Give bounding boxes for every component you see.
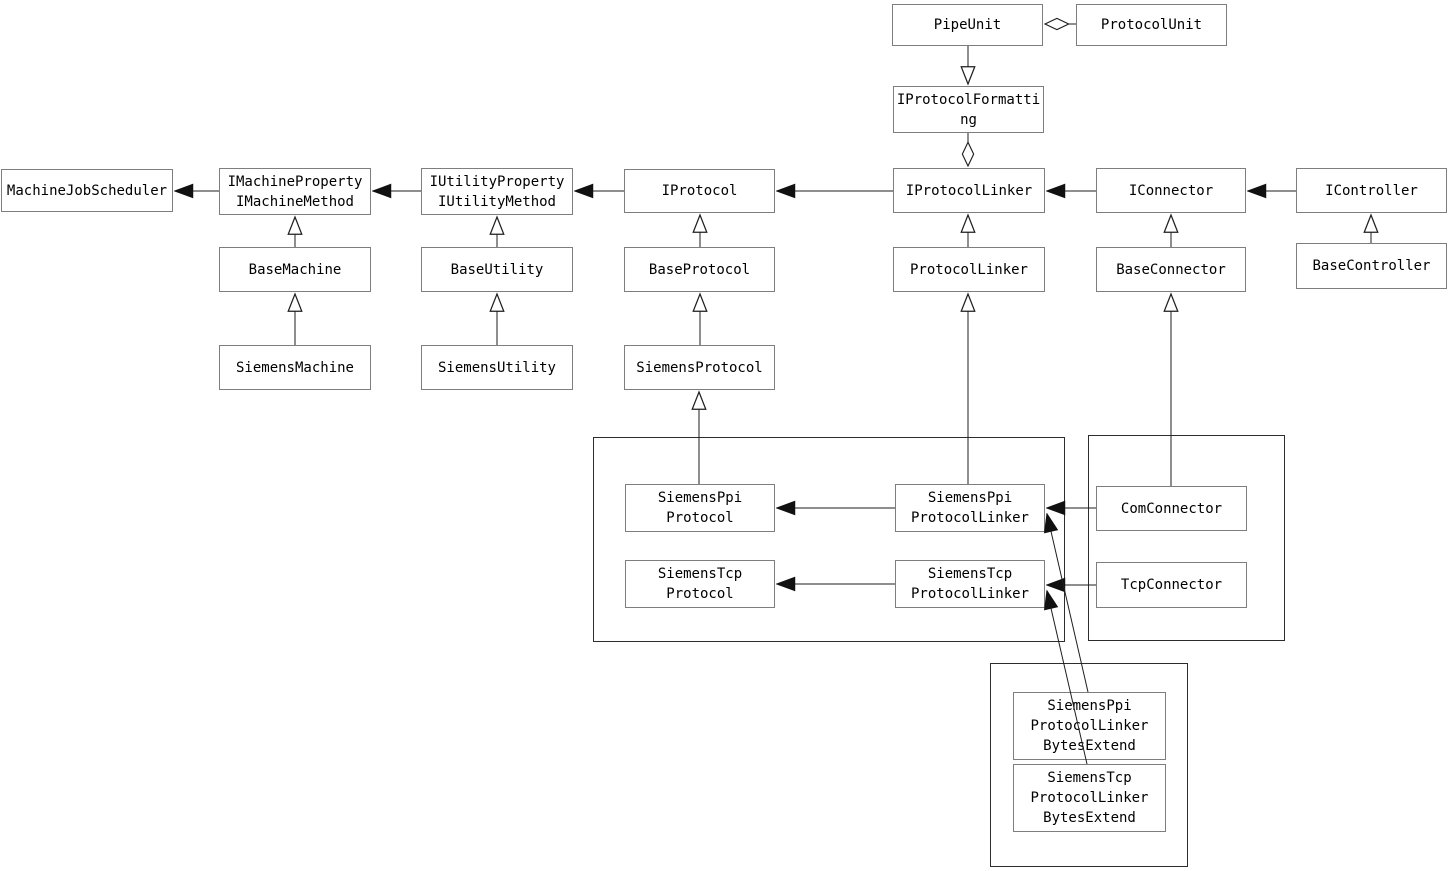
class-label-line: TcpConnector bbox=[1120, 577, 1223, 593]
class-label-line: IUtilityProperty bbox=[429, 173, 565, 190]
class-label-line: IProtocolLinker bbox=[905, 182, 1033, 199]
class-label-line: SiemensTcp bbox=[1047, 770, 1132, 786]
class-label-line: ng bbox=[960, 111, 977, 128]
class-box-tcp-connector: TcpConnector bbox=[1096, 562, 1247, 608]
class-label-line: SiemensPpi bbox=[927, 490, 1013, 506]
class-label-line: ProtocolUnit bbox=[1100, 17, 1203, 33]
class-label-line: SiemensMachine bbox=[235, 359, 354, 376]
class-label-line: Protocol bbox=[666, 586, 734, 602]
class-box-siemens-utility: SiemensUtility bbox=[421, 345, 573, 390]
class-label-line: SiemensUtility bbox=[437, 359, 556, 376]
class-box-base-utility: BaseUtility bbox=[421, 247, 573, 292]
class-box-machine-job-scheduler: MachineJobScheduler bbox=[1, 169, 173, 212]
class-box-icontroller: IController bbox=[1296, 168, 1447, 213]
class-label-line: IProtocol bbox=[661, 183, 738, 199]
class-label-line: BytesExtend bbox=[1043, 738, 1136, 754]
class-label-line: BaseUtility bbox=[450, 261, 544, 278]
class-label-line: ProtocolLinker bbox=[909, 261, 1028, 278]
class-label-line: SiemensPpi bbox=[657, 490, 743, 506]
class-box-siemens-protocol: SiemensProtocol bbox=[624, 345, 775, 390]
class-box-siemens-machine: SiemensMachine bbox=[219, 345, 371, 390]
class-label-line: Protocol bbox=[666, 510, 734, 526]
class-box-protocol-linker: ProtocolLinker bbox=[893, 247, 1045, 292]
class-label-line: IConnector bbox=[1128, 182, 1214, 199]
class-label-line: MachineJobScheduler bbox=[6, 182, 168, 199]
class-label-line: IProtocolFormatti bbox=[896, 91, 1041, 108]
class-label-line: ComConnector bbox=[1120, 500, 1223, 517]
class-box-protocol-unit: ProtocolUnit bbox=[1076, 4, 1227, 46]
class-box-base-connector: BaseConnector bbox=[1096, 247, 1246, 292]
class-box-com-connector: ComConnector bbox=[1096, 486, 1247, 531]
class-box-iprotocol-formatting: IProtocolFormatti ng bbox=[893, 86, 1044, 133]
class-label-line: IMachineProperty bbox=[227, 173, 363, 190]
class-label-line: BaseConnector bbox=[1116, 261, 1226, 278]
class-label-line: IUtilityMethod bbox=[437, 193, 556, 210]
class-label-line: SiemensProtocol bbox=[636, 359, 763, 376]
class-box-iprotocol-linker: IProtocolLinker bbox=[893, 168, 1045, 213]
class-box-base-machine: BaseMachine bbox=[219, 247, 371, 292]
class-label-line: SiemensTcp bbox=[927, 566, 1013, 582]
class-label-line: BytesExtend bbox=[1043, 810, 1136, 826]
siemens-protocol-linker-group bbox=[593, 437, 1065, 642]
class-box-pipe-unit: PipeUnit bbox=[892, 4, 1043, 46]
class-label-line: BaseController bbox=[1312, 258, 1431, 274]
class-label-line: IMachineMethod bbox=[235, 193, 354, 210]
class-label-line: BaseProtocol bbox=[648, 261, 751, 278]
class-label-line: ProtocolLinker bbox=[910, 586, 1029, 602]
class-box-base-controller: BaseController bbox=[1296, 243, 1447, 289]
class-label-line: SiemensPpi bbox=[1047, 698, 1132, 714]
class-box-base-protocol: BaseProtocol bbox=[624, 247, 775, 292]
class-label-line: ProtocolLinker bbox=[910, 510, 1029, 526]
class-box-iconnector: IConnector bbox=[1096, 168, 1246, 213]
class-label-line: PipeUnit bbox=[933, 17, 1002, 33]
class-label-line: BaseMachine bbox=[248, 261, 342, 278]
connector-group bbox=[1088, 435, 1285, 641]
class-label-line: ProtocolLinker bbox=[1030, 790, 1149, 806]
bytes-extend-group bbox=[990, 663, 1188, 867]
class-label-line: IController bbox=[1325, 182, 1418, 199]
class-label-line: SiemensTcp bbox=[657, 566, 743, 582]
class-box-iprotocol: IProtocol bbox=[624, 169, 775, 213]
class-label-line: ProtocolLinker bbox=[1030, 718, 1149, 734]
